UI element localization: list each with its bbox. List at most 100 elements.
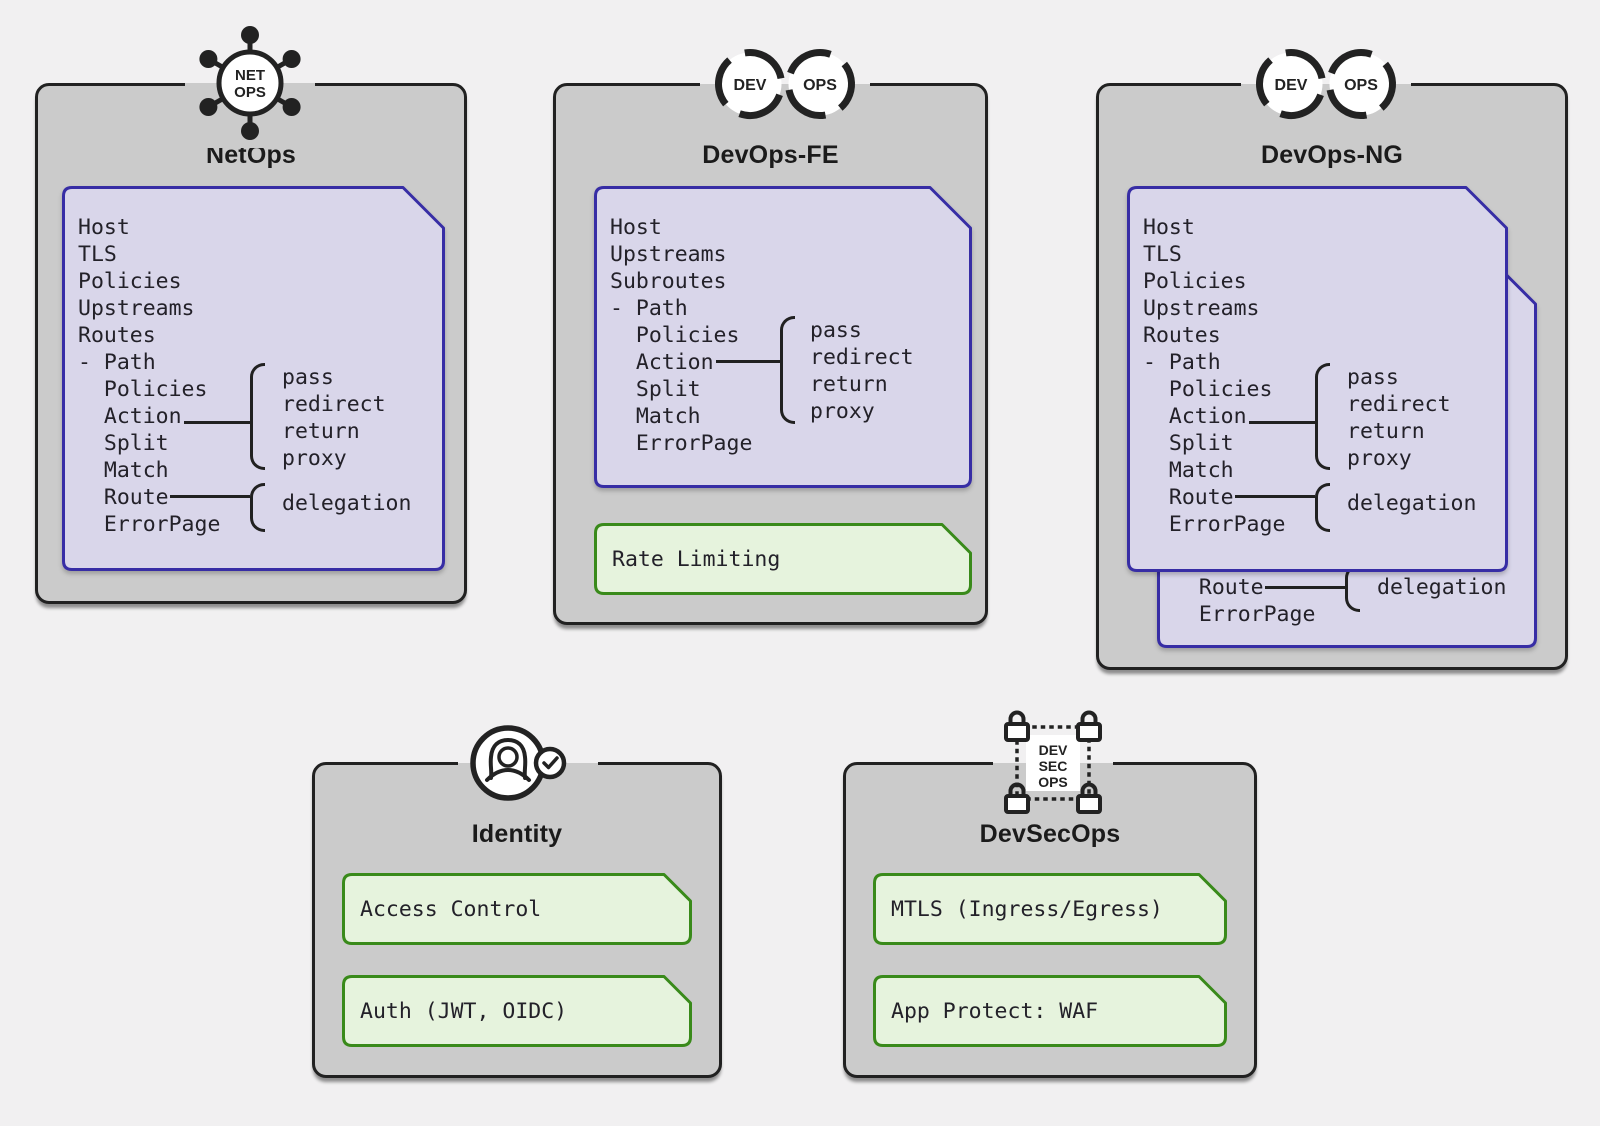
spec-line: Upstreams (610, 242, 727, 267)
action-option: redirect (282, 392, 386, 417)
notched-panel-shape (62, 186, 445, 571)
devsecops-icon-label: OPS (1038, 774, 1068, 790)
spec-line: Policies (610, 323, 740, 348)
chip-label: App Protect: WAF (891, 998, 1099, 1024)
spec-line: Split (1143, 431, 1234, 456)
route-connector-line (1265, 586, 1345, 589)
rate-limiting-chip: Rate Limiting (594, 523, 972, 595)
action-options-brace (250, 363, 265, 470)
devops-ng-title: DevOps-NG (1260, 141, 1404, 169)
spec-line-list: Host TLS Policies Upstreams Routes - Pat… (78, 214, 220, 538)
access-control-chip: Access Control (342, 873, 692, 945)
action-option: proxy (282, 446, 347, 471)
spec-line-list: Route ErrorPage (1173, 574, 1316, 628)
app-protect-waf-chip: App Protect: WAF (873, 975, 1227, 1047)
notched-chip-shape (342, 975, 692, 1047)
dev-icon-label: DEV (1275, 77, 1308, 94)
spec-line-list: Host Upstreams Subroutes - Path Policies… (610, 214, 752, 457)
route-connector-line (170, 495, 250, 498)
spec-line: Split (78, 431, 169, 456)
route-options: delegation (1377, 574, 1506, 601)
notched-chip-shape (594, 523, 972, 595)
action-option: pass (810, 318, 862, 343)
spec-line: - Path (1143, 350, 1221, 375)
spec-line: ErrorPage (1173, 602, 1316, 627)
spec-line: Match (78, 458, 169, 483)
chip-label: Rate Limiting (612, 546, 781, 572)
spec-line: Host (78, 215, 130, 240)
action-option: proxy (1347, 446, 1412, 471)
netops-spec-panel: Host TLS Policies Upstreams Routes - Pat… (62, 186, 445, 571)
devsecops-locks-icon: DEV SEC OPS (993, 703, 1113, 823)
devsecops-title: DevSecOps (979, 820, 1121, 848)
action-option: redirect (810, 345, 914, 370)
spec-line: - Path (78, 350, 156, 375)
spec-line: Action (610, 350, 714, 375)
route-option: delegation (282, 491, 412, 516)
notched-chip-shape (873, 975, 1227, 1047)
action-option: redirect (1347, 392, 1451, 417)
route-option: delegation (1347, 491, 1477, 516)
spec-line: Policies (78, 269, 182, 294)
spec-line: Match (1143, 458, 1234, 483)
spec-line: Route (1143, 485, 1234, 510)
devsecops-icon-label: SEC (1039, 758, 1068, 774)
devops-loop-icon: DEV OPS (700, 29, 870, 139)
route-options-brace (1315, 483, 1330, 532)
spec-line: Host (1143, 215, 1195, 240)
action-option: proxy (810, 399, 875, 424)
notched-chip-shape (342, 873, 692, 945)
spec-line: ErrorPage (610, 431, 753, 456)
action-options: pass redirect return proxy (810, 317, 914, 425)
ops-icon-label: OPS (803, 77, 837, 94)
spec-line: Policies (78, 377, 208, 402)
devsecops-icon-label: DEV (1039, 742, 1068, 758)
dev-icon-label: DEV (734, 77, 767, 94)
route-options: delegation (282, 490, 411, 517)
route-options-brace (250, 483, 265, 532)
spec-line: TLS (1143, 242, 1182, 267)
notched-panel-shape (594, 186, 972, 488)
devops-fe-title: DevOps-FE (702, 141, 839, 169)
spec-line: Match (610, 404, 701, 429)
spec-line: TLS (78, 242, 117, 267)
identity-person-icon (458, 713, 598, 813)
action-options-brace (1315, 363, 1330, 470)
spec-line: Policies (1143, 269, 1247, 294)
chip-label: MTLS (Ingress/Egress) (891, 896, 1163, 922)
action-options: pass redirect return proxy (1347, 364, 1451, 472)
devops-ng-spec-panel: Host TLS Policies Upstreams Routes - Pat… (1127, 186, 1508, 572)
padlock-icon (1004, 710, 1102, 814)
route-options: delegation (1347, 490, 1476, 517)
action-option: return (1347, 419, 1425, 444)
action-option: return (810, 372, 888, 397)
spec-line: Host (610, 215, 662, 240)
action-connector-line (1249, 421, 1315, 424)
devops-loop-icon: DEV OPS (1241, 29, 1411, 139)
action-connector-line (716, 360, 780, 363)
spec-line: Subroutes (610, 269, 727, 294)
check-badge-icon (533, 746, 567, 780)
action-option: pass (282, 365, 334, 390)
spec-line: - Path (610, 296, 688, 321)
action-option: return (282, 419, 360, 444)
spec-line: Routes (78, 323, 156, 348)
spec-line: Action (1143, 404, 1247, 429)
spec-line: Policies (1143, 377, 1273, 402)
spec-line: ErrorPage (1143, 512, 1286, 537)
route-option: delegation (1377, 575, 1507, 600)
netops-hub-icon: NET OPS (185, 18, 315, 148)
action-options-brace (780, 316, 795, 424)
devops-fe-spec-panel: Host Upstreams Subroutes - Path Policies… (594, 186, 972, 488)
spec-line: ErrorPage (78, 512, 221, 537)
route-connector-line (1235, 495, 1315, 498)
spec-line-list: Host TLS Policies Upstreams Routes - Pat… (1143, 214, 1285, 538)
netops-icon-label: NET (235, 67, 265, 84)
identity-title: Identity (471, 820, 563, 848)
mtls-chip: MTLS (Ingress/Egress) (873, 873, 1227, 945)
action-options: pass redirect return proxy (282, 364, 386, 472)
spec-line: Upstreams (78, 296, 195, 321)
chip-label: Auth (JWT, OIDC) (360, 998, 568, 1024)
notched-chip-shape (873, 873, 1227, 945)
